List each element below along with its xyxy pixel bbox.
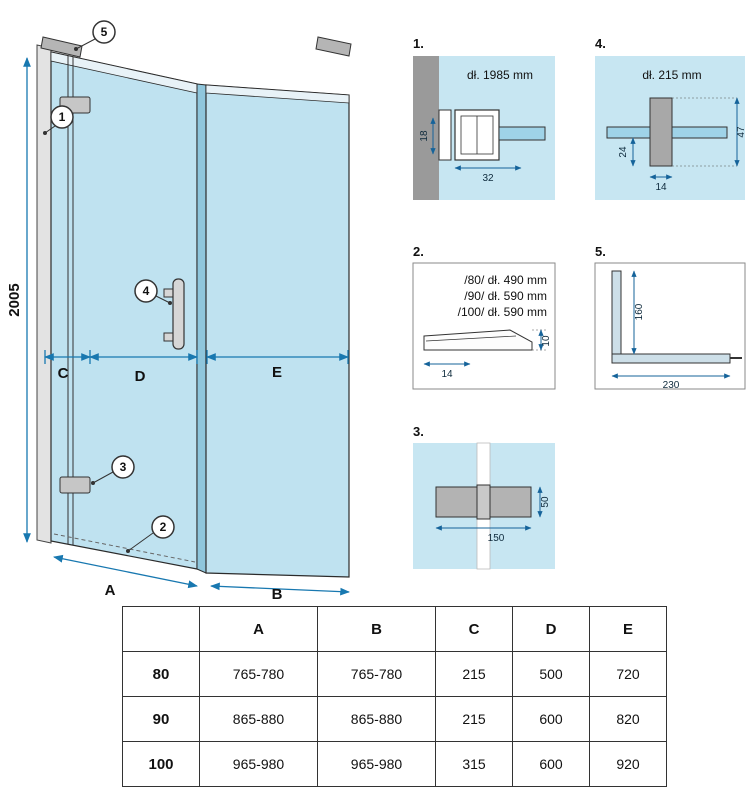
detail-2-line-80: /80/ dł. 490 mm bbox=[464, 273, 547, 287]
drawing-area: 2005 bbox=[6, 20, 747, 602]
cell-90-d: 600 bbox=[512, 696, 590, 742]
right-top-frame bbox=[205, 84, 350, 104]
hinge-bottom bbox=[59, 476, 91, 494]
top-bracket-right bbox=[315, 36, 352, 57]
detail-2-dim-10: 10 bbox=[541, 335, 552, 347]
detail-2: 2. /80/ dł. 490 mm /90/ dł. 590 mm /100/… bbox=[412, 244, 556, 390]
cde-dimensions bbox=[44, 350, 349, 364]
detail-1: 1. dł. 1985 mm 18 32 bbox=[413, 36, 555, 200]
col-header-b: B bbox=[317, 606, 436, 652]
cell-100-c: 315 bbox=[435, 741, 513, 787]
cell-90-e: 820 bbox=[589, 696, 667, 742]
hinge-knuckle bbox=[476, 484, 491, 520]
l-profile-vertical bbox=[611, 270, 622, 364]
detail-2-label: 2. bbox=[413, 244, 424, 259]
cell-100-b: 965-980 bbox=[317, 741, 436, 787]
dim-c-label: C bbox=[58, 365, 69, 382]
detail-5-dim-230: 230 bbox=[663, 380, 680, 391]
detail-1-label: 1. bbox=[413, 36, 424, 51]
door-handle bbox=[163, 278, 185, 350]
dim-e-label: E bbox=[272, 364, 282, 381]
callout-1-number: 1 bbox=[59, 110, 66, 124]
row-header-90: 90 bbox=[122, 696, 200, 742]
detail-1-dim-18: 18 bbox=[419, 130, 430, 142]
wall-section bbox=[413, 56, 439, 200]
detail-3-dim-50: 50 bbox=[540, 496, 551, 508]
callout-2: 2 bbox=[126, 515, 175, 553]
callout-5: 5 bbox=[74, 20, 116, 51]
dim-a-line bbox=[53, 554, 198, 589]
height-dimension: 2005 bbox=[6, 57, 31, 543]
col-header-a: A bbox=[199, 606, 318, 652]
detail-3-label: 3. bbox=[413, 424, 424, 439]
main-drawing: 2005 bbox=[6, 20, 352, 602]
callout-5-number: 5 bbox=[101, 25, 108, 39]
table-corner-cell bbox=[122, 606, 200, 652]
callout-4: 4 bbox=[134, 279, 172, 305]
dim-b-line bbox=[210, 582, 350, 596]
size-table: A B C D E 80 765-780 765-780 215 500 720… bbox=[122, 606, 667, 787]
cell-80-d: 500 bbox=[512, 651, 590, 697]
cell-90-c: 215 bbox=[435, 696, 513, 742]
callout-4-number: 4 bbox=[143, 284, 150, 298]
dim-a-label: A bbox=[105, 582, 116, 599]
col-header-d: D bbox=[512, 606, 590, 652]
cell-100-a: 965-980 bbox=[199, 741, 318, 787]
detail-5: 5. 160 230 bbox=[594, 244, 746, 391]
callout-1: 1 bbox=[43, 105, 74, 135]
cell-80-c: 215 bbox=[435, 651, 513, 697]
col-header-e: E bbox=[589, 606, 667, 652]
table-row: 80 765-780 765-780 215 500 720 bbox=[122, 651, 667, 697]
cell-100-e: 920 bbox=[589, 741, 667, 787]
detail-4-dim-24: 24 bbox=[618, 146, 629, 158]
wall-profile bbox=[36, 44, 52, 544]
table-row: 90 865-880 865-880 215 600 820 bbox=[122, 696, 667, 742]
callout-3-number: 3 bbox=[120, 460, 127, 474]
l-profile-horizontal bbox=[611, 353, 731, 364]
callout-3: 3 bbox=[91, 455, 135, 485]
cell-80-a: 765-780 bbox=[199, 651, 318, 697]
detail-1-dim-32: 32 bbox=[482, 173, 494, 184]
cell-90-b: 865-880 bbox=[317, 696, 436, 742]
handle-mount-section bbox=[649, 97, 673, 167]
seal-profile bbox=[423, 329, 533, 351]
cell-90-a: 865-880 bbox=[199, 696, 318, 742]
detail-2-line-90: /90/ dł. 590 mm bbox=[464, 289, 547, 303]
detail-1-length: dł. 1985 mm bbox=[467, 68, 533, 82]
detail-4-length: dł. 215 mm bbox=[642, 68, 701, 82]
dim-b-label: B bbox=[272, 586, 283, 602]
detail-4-dim-14: 14 bbox=[655, 182, 667, 193]
callout-2-number: 2 bbox=[160, 520, 167, 534]
detail-2-dim-14: 14 bbox=[441, 369, 453, 380]
row-header-100: 100 bbox=[122, 741, 200, 787]
glass-right-panel bbox=[205, 84, 350, 578]
detail-3: 3. 150 50 bbox=[413, 424, 555, 570]
detail-2-line-100: /100/ dł. 590 mm bbox=[458, 305, 547, 319]
corner-post bbox=[196, 83, 207, 574]
detail-5-dim-160: 160 bbox=[634, 303, 645, 320]
detail-4-label: 4. bbox=[595, 36, 606, 51]
detail-4: 4. dł. 215 mm 47 24 14 bbox=[595, 36, 747, 200]
row-header-80: 80 bbox=[122, 651, 200, 697]
cell-80-b: 765-780 bbox=[317, 651, 436, 697]
col-header-c: C bbox=[435, 606, 513, 652]
cell-80-e: 720 bbox=[589, 651, 667, 697]
top-bracket-left bbox=[40, 36, 83, 58]
glass-section bbox=[498, 126, 546, 141]
dim-d-label: D bbox=[135, 368, 146, 385]
table-row: 100 965-980 965-980 315 600 920 bbox=[122, 741, 667, 787]
table-header-row: A B C D E bbox=[122, 606, 667, 652]
detail-3-dim-150: 150 bbox=[488, 533, 505, 544]
detail-5-label: 5. bbox=[595, 244, 606, 259]
height-dim-label: 2005 bbox=[6, 283, 23, 316]
detail-4-dim-47: 47 bbox=[736, 126, 747, 138]
cell-100-d: 600 bbox=[512, 741, 590, 787]
